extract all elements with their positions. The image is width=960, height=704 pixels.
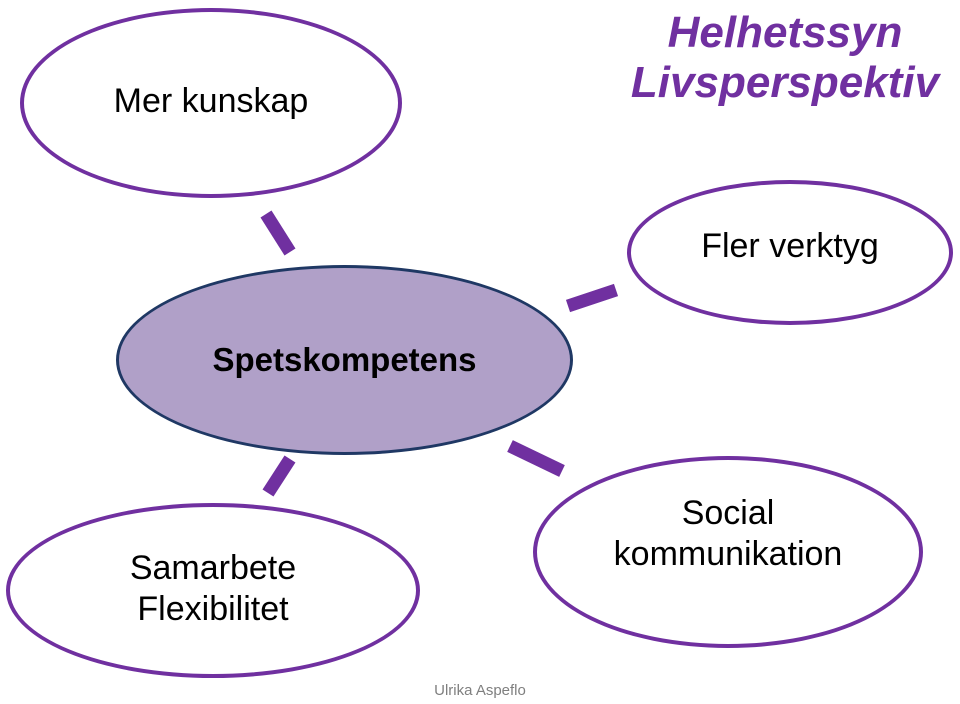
node-line: kommunikation — [613, 535, 843, 573]
footer-author: Ulrika Aspeflo — [434, 682, 526, 699]
node-spetskompetens: Spetskompetens — [116, 265, 573, 455]
node-samarbete-flexibilitet: Samarbete Flexibilitet — [6, 503, 420, 678]
node-line: Samarbete — [129, 548, 297, 587]
node-line: Flexibilitet — [137, 589, 289, 628]
node-mer-kunskap: Mer kunskap — [20, 8, 402, 198]
node-line: Mer kunskap — [113, 81, 309, 120]
connector-fler-verktyg — [565, 283, 619, 313]
connector-mer-kunskap — [260, 210, 296, 256]
node-fler-verktyg: Fler verktyg — [627, 180, 953, 325]
node-line: Social — [681, 494, 775, 533]
connector-samarbete — [262, 455, 296, 497]
title-line-2: Livsperspektiv — [630, 58, 940, 108]
node-social-kommunikation: Social kommunikation — [533, 456, 923, 648]
node-label: Mer kunskap — [114, 81, 309, 122]
title-line-1: Helhetssyn — [667, 8, 903, 57]
node-label: Social kommunikation — [614, 493, 843, 575]
connector-social — [507, 440, 565, 477]
node-label: Fler verktyg — [701, 226, 879, 267]
center-node-label: Spetskompetens — [212, 341, 477, 379]
node-label: Samarbete Flexibilitet — [130, 548, 296, 630]
slide-title: Helhetssyn Livsperspektiv — [600, 8, 960, 108]
node-line: Fler verktyg — [701, 227, 879, 266]
